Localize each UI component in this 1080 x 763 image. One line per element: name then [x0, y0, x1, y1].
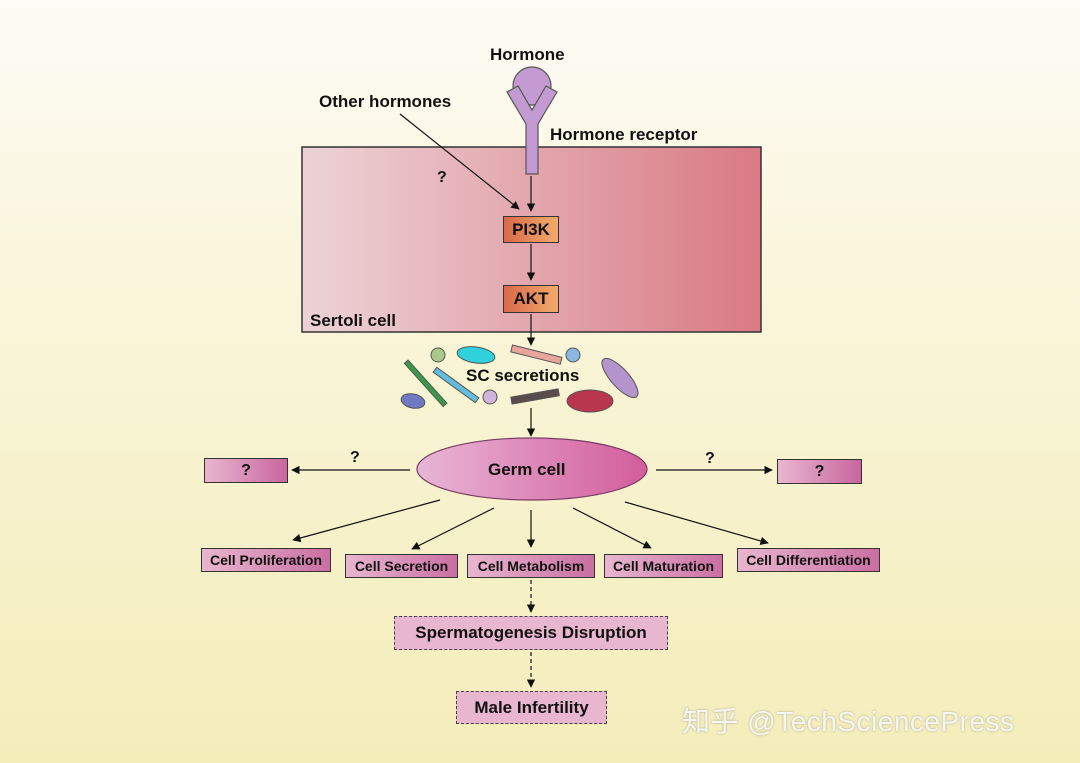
right-unknown-box: ?	[777, 459, 862, 484]
sc-secretions-label: SC secretions	[466, 366, 580, 385]
sc-secretion-shapes	[400, 344, 639, 413]
watermark: 知乎 @TechSciencePress	[682, 706, 1015, 737]
hormone-receptor-label: Hormone receptor	[550, 125, 698, 144]
hormone-label: Hormone	[490, 45, 565, 64]
germ-cell-ellipse	[416, 437, 648, 501]
other-hormones-label: Other hormones	[319, 92, 452, 111]
right-arrow-question-mark: ?	[705, 450, 715, 467]
cell-metabolism-box: Cell Metabolism	[467, 554, 595, 578]
hormone-receptor-shape	[506, 85, 558, 175]
male-infertility-box: Male Infertility	[456, 691, 607, 724]
germ-cell-label: Germ cell	[488, 460, 566, 479]
cell-proliferation-box: Cell Proliferation	[201, 548, 331, 572]
cell-differentiation-box: Cell Differentiation	[737, 548, 880, 572]
outcome-arrows	[292, 499, 769, 550]
left-arrow-question-mark: ?	[350, 449, 360, 466]
other-hormones-arrow	[399, 113, 520, 210]
left-unknown-box: ?	[204, 458, 288, 483]
cell-maturation-box: Cell Maturation	[604, 554, 723, 578]
sertoli-cell-label: Sertoli cell	[310, 311, 396, 330]
sertoli-question-mark: ?	[437, 169, 447, 186]
cell-secretion-box: Cell Secretion	[345, 554, 458, 578]
pi3k-box: PI3K	[503, 216, 559, 243]
spermatogenesis-disruption-box: Spermatogenesis Disruption	[394, 616, 668, 650]
akt-box: AKT	[503, 285, 559, 313]
